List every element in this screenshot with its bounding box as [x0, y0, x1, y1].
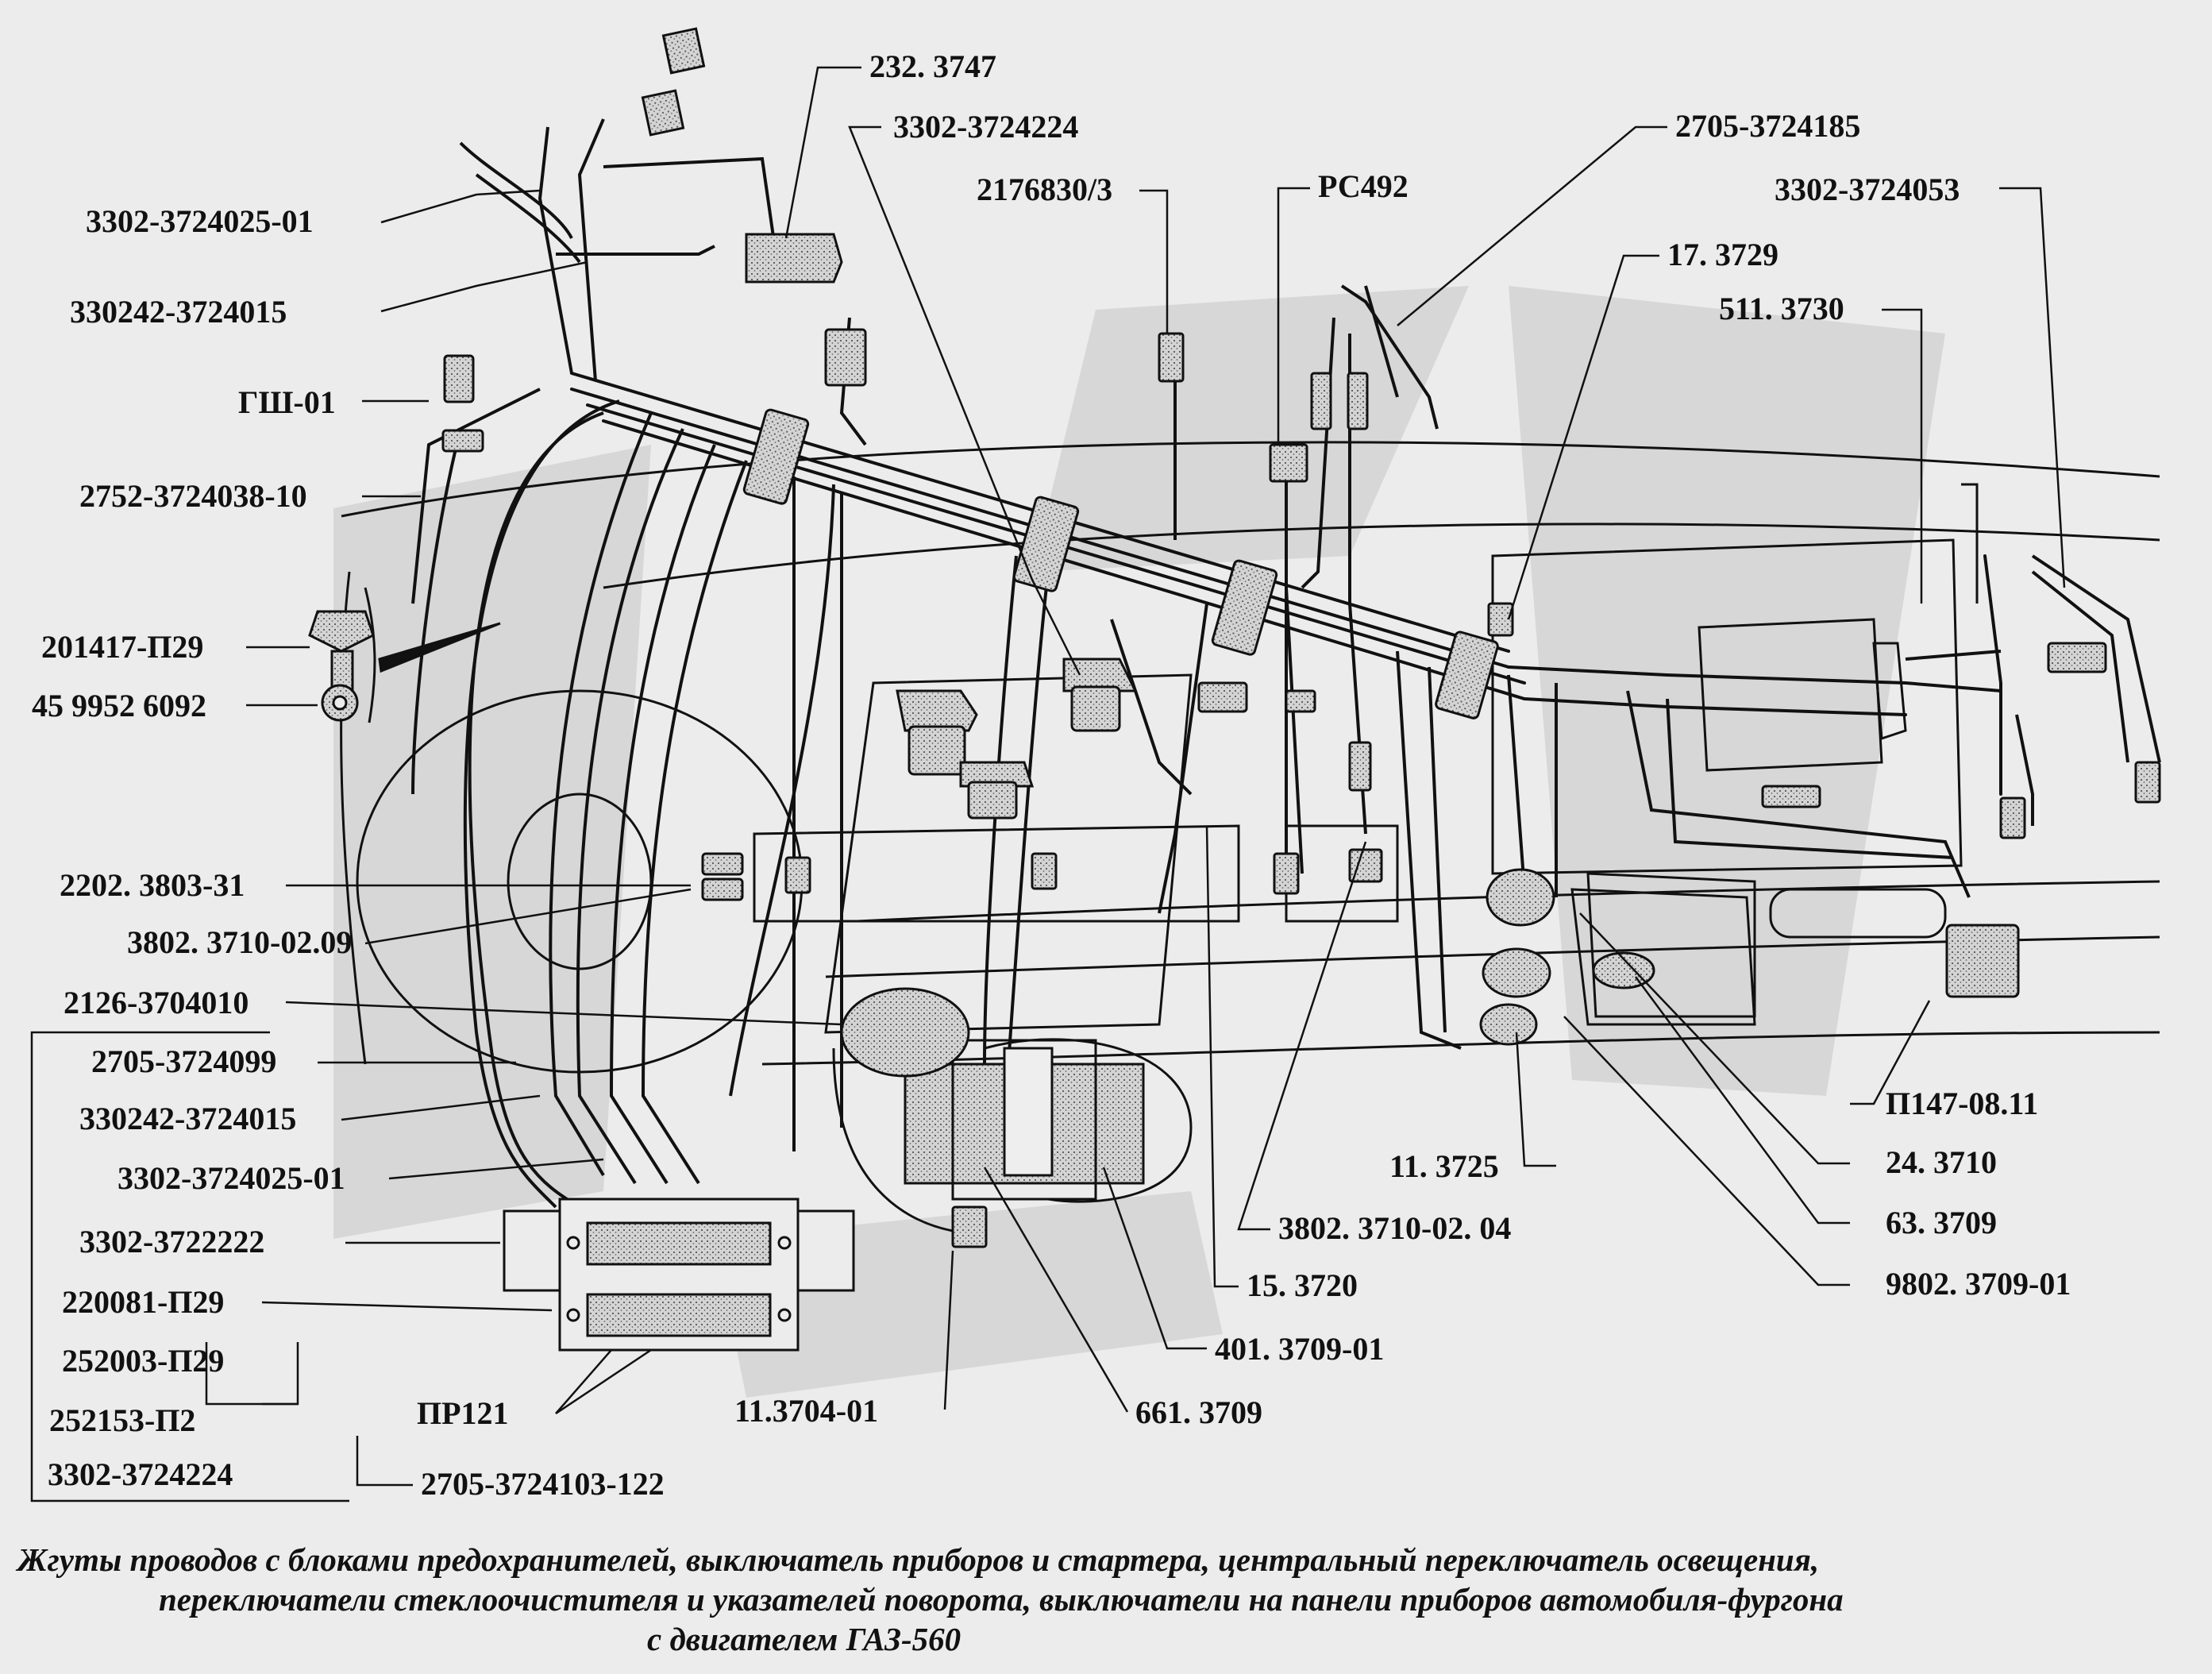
label-3302-3722222: 3302-3722222	[79, 1224, 264, 1259]
label-63-3709: 63. 3709	[1886, 1205, 1997, 1240]
label-330242-3724015-top: 330242-3724015	[70, 294, 287, 330]
label-3302-3724224-bot: 3302-3724224	[48, 1456, 233, 1492]
label-220081-p29: 220081-П29	[62, 1284, 224, 1320]
label-3302-3724053: 3302-3724053	[1775, 172, 1960, 207]
label-232-3747: 232. 3747	[869, 48, 996, 84]
label-24-3710: 24. 3710	[1886, 1144, 1997, 1180]
label-pc492: РС492	[1318, 168, 1409, 204]
label-gsh-01: ГШ-01	[238, 384, 336, 420]
label-2705-3724103-122: 2705-3724103-122	[421, 1466, 665, 1502]
label-11-3704-01: 11.3704-01	[734, 1393, 878, 1429]
part-labels: 232. 3747 3302-3724224 2176830/3 РС492 2…	[32, 48, 2071, 1502]
label-3802-3710-02-04: 3802. 3710-02. 04	[1278, 1210, 1511, 1246]
label-17-3729: 17. 3729	[1667, 237, 1778, 272]
label-p147-08-11: П147-08.11	[1886, 1086, 2038, 1121]
label-252153-p2: 252153-П2	[49, 1402, 195, 1438]
label-511-3730: 511. 3730	[1719, 291, 1844, 326]
label-11-3725: 11. 3725	[1389, 1148, 1499, 1184]
ignition-switch	[832, 987, 1193, 1232]
caption-line-1: Жгуты проводов с блоками предохранителей…	[17, 1541, 1820, 1578]
connectors	[441, 27, 2161, 1248]
harness-clamps	[742, 408, 1499, 719]
label-401-3709-01: 401. 3709-01	[1215, 1331, 1384, 1367]
label-3302-3724025-01-bot: 3302-3724025-01	[118, 1160, 345, 1196]
leader-lines	[30, 66, 2066, 1502]
label-3302-3724224-top: 3302-3724224	[893, 109, 1078, 145]
label-2705-3724185: 2705-3724185	[1675, 108, 1860, 144]
label-2176830-3: 2176830/3	[977, 172, 1112, 207]
bolt-and-washer	[308, 587, 501, 723]
label-2752-3724038-10: 2752-3724038-10	[79, 478, 307, 514]
lamps	[1479, 868, 1655, 1046]
caption-line-2: переключатели стеклоочистителя и указате…	[159, 1581, 1844, 1618]
label-45-9952-6092: 45 9952 6092	[32, 688, 206, 723]
label-201417-p29: 201417-П29	[41, 629, 203, 665]
label-pr121: ПР121	[417, 1395, 509, 1431]
label-2126-3704010: 2126-3704010	[64, 985, 249, 1020]
fuse-block	[503, 1198, 855, 1352]
label-330242-3724015-bot: 330242-3724015	[79, 1101, 296, 1136]
label-2202-3803-31: 2202. 3803-31	[60, 867, 245, 903]
label-661-3709: 661. 3709	[1135, 1394, 1262, 1430]
label-2705-3724099: 2705-3724099	[91, 1043, 276, 1079]
label-15-3720: 15. 3720	[1247, 1267, 1358, 1303]
caption-line-3: с двигателем ГАЗ-560	[647, 1621, 961, 1657]
label-252003-p29: 252003-П29	[62, 1343, 224, 1379]
label-3302-3724025-01-top: 3302-3724025-01	[86, 203, 314, 239]
label-3802-3710-02-09: 3802. 3710-02.09	[127, 924, 352, 960]
label-9802-3709-01: 9802. 3709-01	[1886, 1266, 2071, 1302]
